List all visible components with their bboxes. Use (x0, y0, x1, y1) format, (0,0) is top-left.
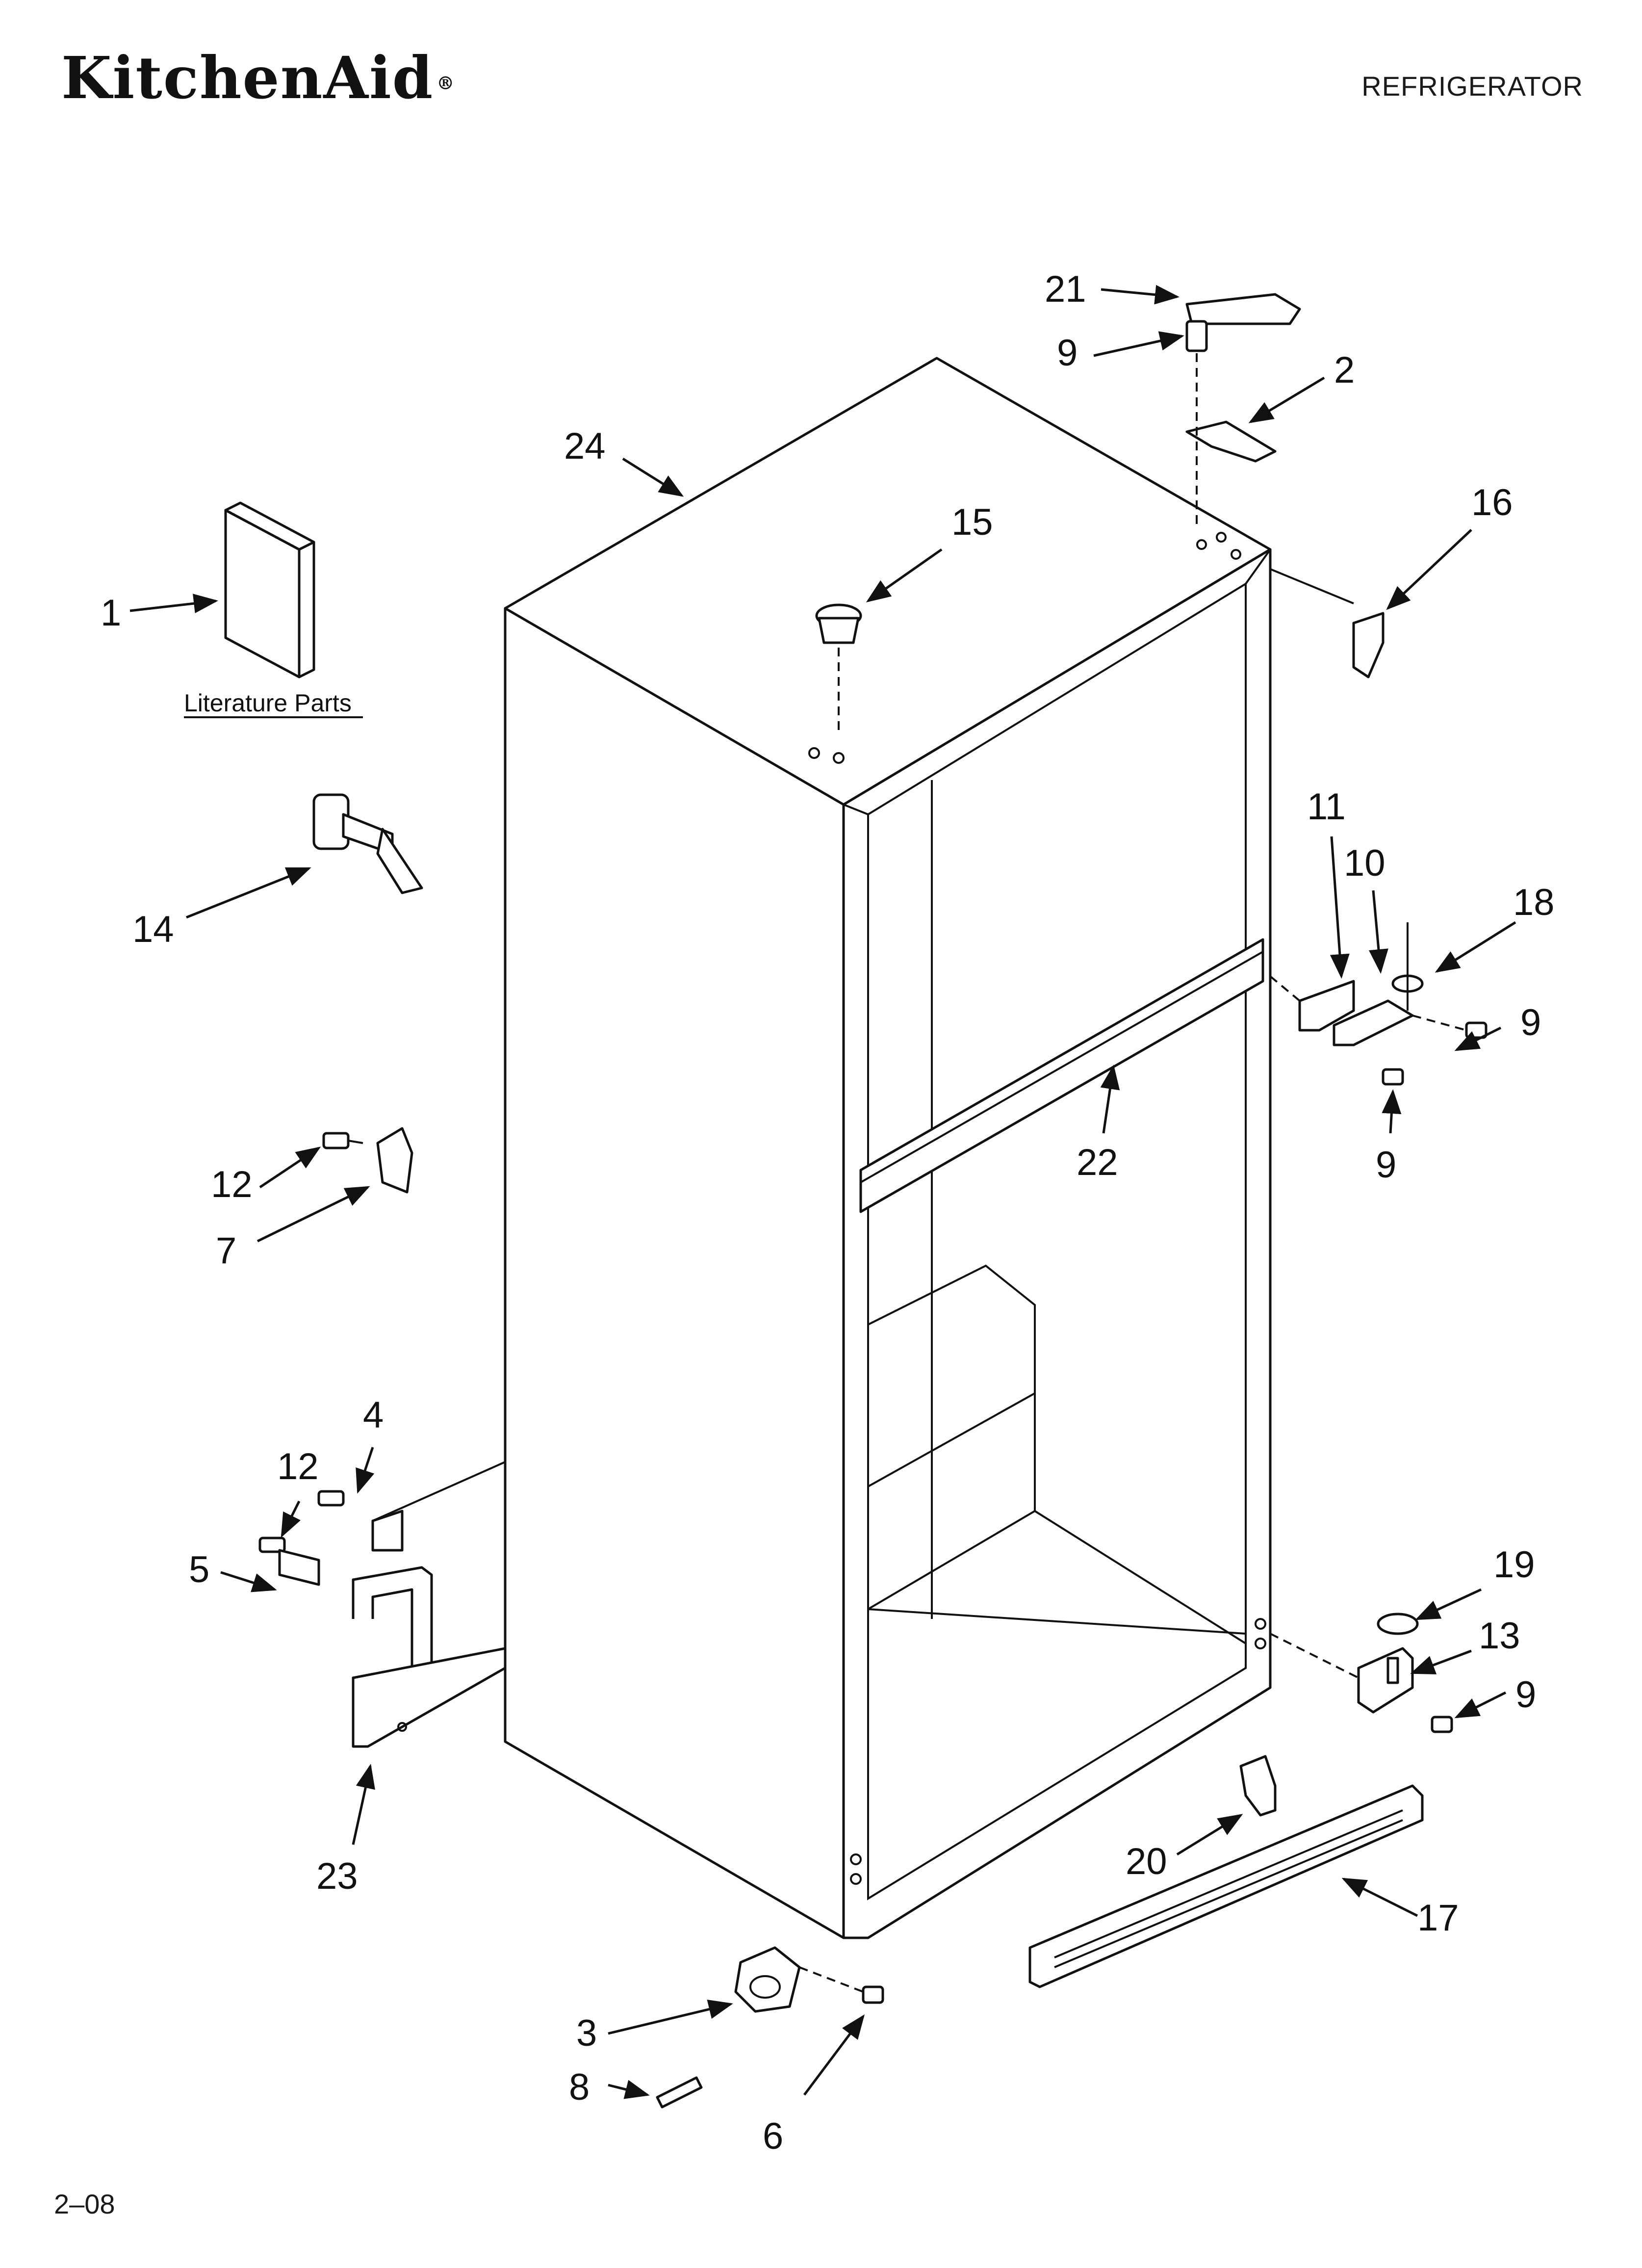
top-hinge-bracket (1185, 320, 1277, 530)
center-hinge (1269, 922, 1488, 1086)
callout-12-upper: 12 (211, 1164, 253, 1205)
callout-23: 23 (316, 1855, 358, 1897)
plug-button (815, 603, 862, 736)
callout-6: 6 (763, 2115, 783, 2157)
callout-1: 1 (101, 592, 121, 634)
roller-assembly (656, 1946, 884, 2109)
callout-17: 17 (1417, 1897, 1459, 1939)
mullion-bar (859, 938, 1264, 1213)
callout-20: 20 (1126, 1841, 1167, 1882)
toe-grille (1028, 1784, 1424, 1988)
brand-logo: KitchenAid® (61, 49, 455, 107)
top-hinge-left (322, 1127, 413, 1194)
callout-19: 19 (1493, 1544, 1535, 1586)
bottom-hinge (1270, 1613, 1453, 1733)
literature-book (224, 501, 315, 678)
callout-7: 7 (216, 1230, 236, 1272)
revision-code: 2–08 (54, 2189, 115, 2219)
top-hinge-shim (1270, 568, 1385, 678)
callout-9-bottom: 9 (1515, 1674, 1536, 1716)
callout-22: 22 (1077, 1142, 1118, 1183)
callout-2: 2 (1334, 349, 1355, 391)
leveling-leg (312, 793, 423, 894)
callout-15: 15 (951, 501, 993, 543)
document-type: REFRIGERATOR (1361, 71, 1583, 102)
callout-9-top: 9 (1057, 332, 1078, 374)
door-handle-assembly (258, 1461, 507, 1748)
callout-9-center-lower: 9 (1376, 1144, 1396, 1186)
callout-12-lower: 12 (277, 1446, 319, 1487)
literature-caption: Literature Parts (184, 689, 352, 717)
callout-14: 14 (132, 909, 174, 950)
callout-4: 4 (363, 1394, 384, 1436)
cabinet-shell (504, 357, 1272, 1939)
callout-11: 11 (1307, 786, 1346, 828)
brand-registered-mark: ® (436, 73, 456, 94)
callout-3: 3 (576, 2012, 597, 2054)
callout-18: 18 (1513, 882, 1555, 923)
brand-name: KitchenAid (61, 44, 434, 112)
callout-9-center-right: 9 (1520, 1002, 1541, 1043)
callout-5: 5 (189, 1549, 209, 1590)
top-hinge-cover (1185, 293, 1301, 325)
callout-8: 8 (569, 2066, 590, 2108)
callout-24: 24 (564, 425, 606, 467)
callout-10: 10 (1344, 842, 1385, 884)
callout-13: 13 (1479, 1615, 1520, 1657)
leader-lines (129, 285, 1516, 2099)
callout-21: 21 (1045, 268, 1086, 310)
callout-16: 16 (1471, 482, 1513, 523)
callout-labels: 21 9 2 24 15 16 1 14 11 10 18 9 22 9 12 … (101, 268, 1555, 2157)
grille-clip (1239, 1755, 1277, 1817)
